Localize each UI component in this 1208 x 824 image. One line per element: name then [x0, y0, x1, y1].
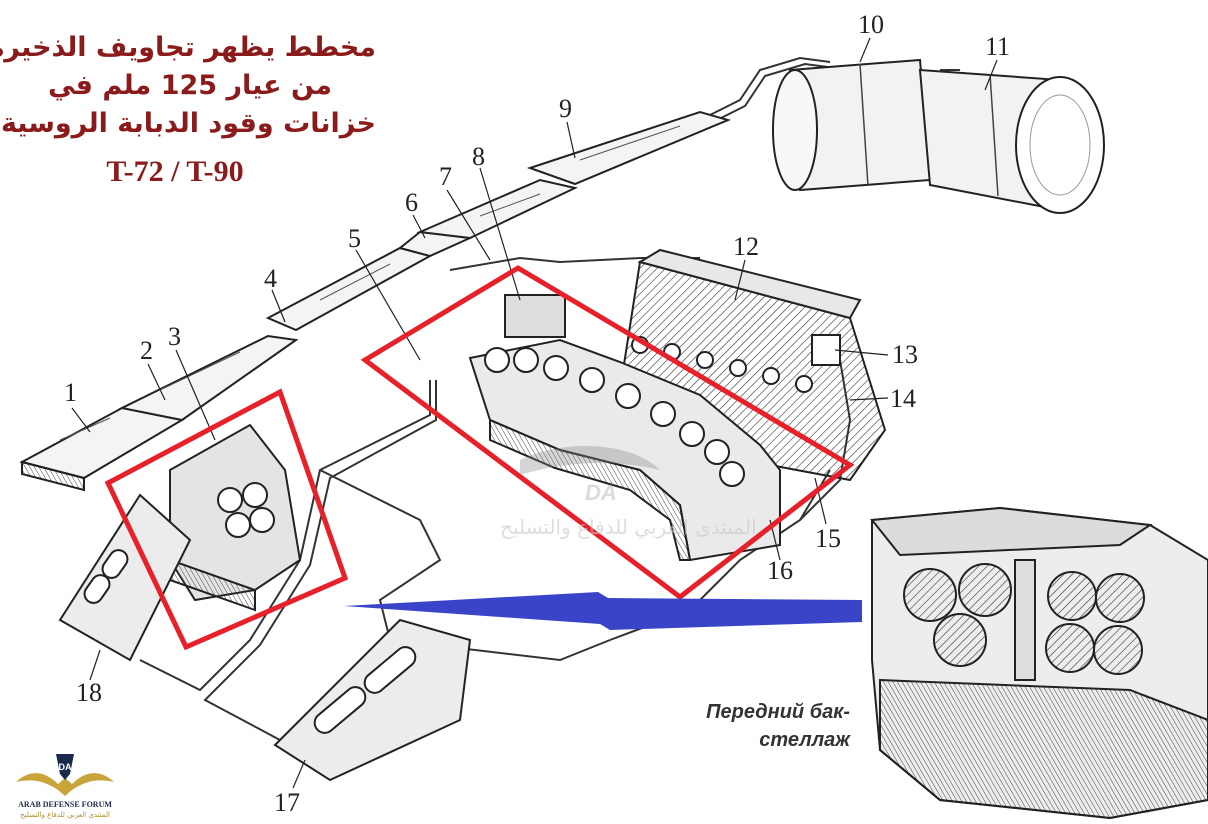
fender-fuel-racks — [19, 110, 732, 492]
part-number-12: 12 — [733, 232, 759, 261]
watermark-text: المنتدى العربي للدفاع والتسليح — [500, 515, 757, 539]
part-number-8: 8 — [472, 142, 485, 171]
part-number-2: 2 — [140, 336, 153, 365]
part-number-17: 17 — [274, 788, 300, 817]
part-number-10: 10 — [858, 10, 884, 39]
part-number-14: 14 — [890, 384, 916, 413]
part-number-16: 16 — [767, 556, 793, 585]
highlight-carousel — [360, 265, 855, 601]
part-number-11: 11 — [985, 32, 1011, 61]
front-tank-rack — [169, 423, 302, 612]
part-number-3: 3 — [168, 322, 181, 351]
inset-caption: Передний бак- стеллаж — [668, 698, 850, 754]
highlight-outlines — [104, 265, 855, 651]
title-line-4: T-72 / T-90 — [106, 155, 244, 188]
part-number-1: 1 — [64, 378, 77, 407]
watermark-logo: DA — [520, 446, 660, 505]
external-fuel-drums — [772, 58, 1105, 214]
forum-logo: DA ARAB DEFENSE FORUM المنتدى العربي للد… — [6, 748, 124, 824]
pointer-arrow — [344, 592, 862, 630]
eagle-emblem-icon: DA — [16, 754, 114, 796]
highlight-front-rack — [104, 388, 349, 651]
part-number-18: 18 — [76, 678, 102, 707]
svg-text:DA: DA — [59, 762, 72, 772]
part-number-9: 9 — [559, 94, 572, 123]
leader-lines — [71, 37, 998, 789]
title-line-3: خزانات وقود الدبابة الروسية — [0, 108, 376, 139]
part-number-13: 13 — [892, 340, 918, 369]
title-line-2: من عيار 125 ملم في — [47, 70, 333, 101]
part-number-15: 15 — [815, 524, 841, 553]
part-number-6: 6 — [405, 188, 418, 217]
inset-front-tank-rack — [870, 506, 1208, 820]
inset-caption-line-2: стеллаж — [759, 729, 850, 751]
part-number-5: 5 — [348, 224, 361, 253]
part-number-7: 7 — [439, 162, 452, 191]
floor-tanks — [58, 493, 472, 782]
inset-caption-line-1: Передний бак- — [706, 701, 850, 723]
rear-fuel-tank — [618, 248, 887, 482]
svg-text:DA: DA — [585, 480, 617, 505]
forum-name: ARAB DEFENSE FORUM — [18, 800, 112, 809]
carousel-fuel-rack — [468, 294, 781, 562]
forum-subtitle: المنتدى العربي للدفاع والتسليح — [20, 811, 110, 819]
part-number-4: 4 — [264, 264, 277, 293]
title-line-1: مخطط يظهر تجاويف الذخيرة — [0, 32, 376, 63]
